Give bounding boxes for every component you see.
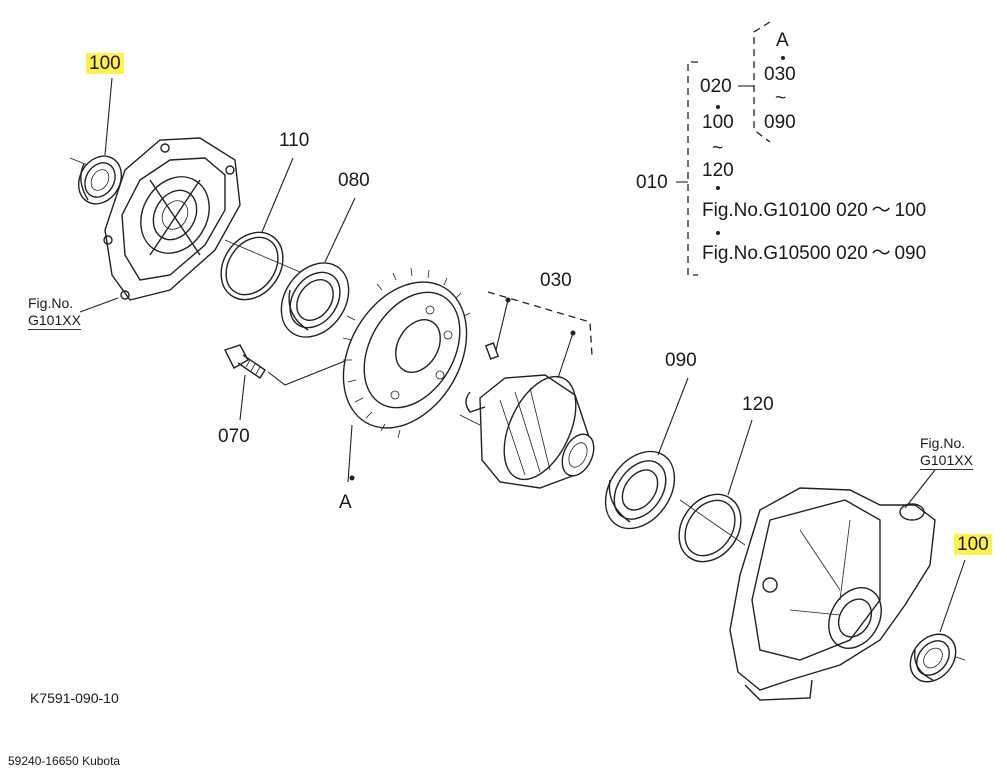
o-ring-120[interactable] [666,482,753,573]
key-root: 010 [636,172,668,193]
key-fig-line1[interactable]: Fig.No.G10100 020 ～ 100 [702,200,927,221]
bolt-070[interactable] [224,344,266,379]
differential-case-030[interactable] [465,365,600,490]
fig-ref-left-line2: G101XX [28,312,81,330]
leader-110 [261,157,294,233]
key-bracket-1: 030 [764,64,796,85]
leader-070 [239,374,246,421]
fig-ref-right-line1: Fig.No. [920,435,966,451]
key-fig-line2[interactable]: Fig.No.G10500 020 ～ 090 [702,243,927,264]
label-100-top[interactable]: 100 [86,53,124,75]
label-A[interactable]: A [339,492,352,513]
label-070[interactable]: 070 [218,426,250,447]
key-col-a-0: 020 [700,76,732,97]
key-bracket-2: ~ [775,88,787,109]
leader-030-case [557,332,574,379]
leader-090 [657,377,689,456]
left-cover-housing[interactable] [103,137,241,301]
o-ring-110[interactable] [208,220,295,311]
key-bracket-0: A [776,30,789,51]
label-090[interactable]: 090 [665,350,697,371]
bevel-gear-A[interactable] [318,260,491,450]
label-030[interactable]: 030 [540,270,572,291]
right-housing[interactable] [729,487,936,701]
fig-ref-left[interactable]: Fig.No. G101XX [28,295,81,330]
leader-120 [727,419,753,496]
fig-ref-left-line1: Fig.No. [28,295,74,311]
key-col-a-3: 120 [702,160,734,181]
bearing-090[interactable] [591,438,688,541]
key-bracket-3: 090 [764,112,796,133]
key-col-a-2: ~ [712,138,724,159]
part-footer: 59240-16650 Kubota [8,754,121,768]
label-080[interactable]: 080 [338,170,370,191]
diagram-code: K7591-090-10 [30,690,119,706]
fig-ref-right-line2: G101XX [920,452,973,470]
key-col-a-1: 100 [702,112,734,133]
leader-100-bottom [939,559,966,633]
leader-fig-right [904,469,936,509]
oil-seal-bottom-right[interactable] [901,625,965,691]
pin[interactable] [484,342,500,360]
label-120[interactable]: 120 [742,394,774,415]
leader-100-top [104,77,113,156]
leader-A [347,424,353,483]
leader-080 [324,197,356,263]
label-100-bottom[interactable]: 100 [954,534,992,556]
leader-fig-left [79,297,119,313]
leader-070-to-gear [267,354,361,386]
oil-seal-top-left[interactable] [70,148,130,211]
bearing-080[interactable] [267,250,362,350]
leader-030-pin [495,299,509,351]
bracket-030 [487,291,593,357]
assembly-key-bracket [676,21,785,276]
fig-ref-right[interactable]: Fig.No. G101XX [920,435,973,470]
label-110[interactable]: 110 [279,130,310,151]
